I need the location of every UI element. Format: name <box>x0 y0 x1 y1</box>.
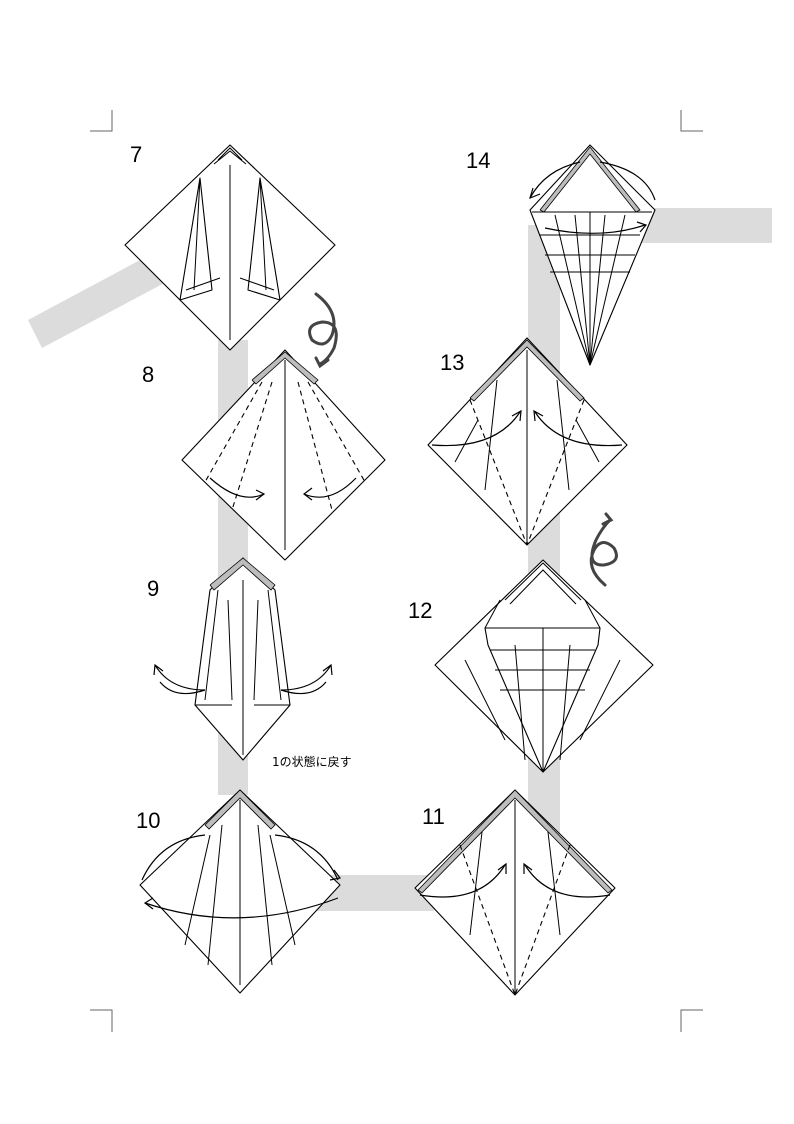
step-12-figure <box>434 559 654 773</box>
step-10-number: 10 <box>136 808 160 833</box>
step-8-figure <box>181 349 386 561</box>
turn-over-icon <box>589 512 618 587</box>
step-11-number: 11 <box>422 804 445 829</box>
step-9-note: 1の状態に戻す <box>272 754 352 769</box>
turn-over-icon <box>308 292 338 369</box>
step-7-figure <box>124 144 336 351</box>
step-12-number: 12 <box>408 598 432 623</box>
step-9-figure <box>153 557 333 761</box>
step-13-figure <box>427 337 628 546</box>
step-13-number: 13 <box>440 350 464 375</box>
step-7-number: 7 <box>130 142 142 167</box>
step-8-number: 8 <box>142 362 154 387</box>
step-flow-band <box>28 208 772 911</box>
step-11-figure <box>414 789 616 996</box>
crop-marks <box>90 110 703 1032</box>
step-14-figure <box>529 144 656 366</box>
step-9-number: 9 <box>147 576 159 601</box>
step-10-figure <box>139 789 342 994</box>
step-14-number: 14 <box>466 148 490 173</box>
